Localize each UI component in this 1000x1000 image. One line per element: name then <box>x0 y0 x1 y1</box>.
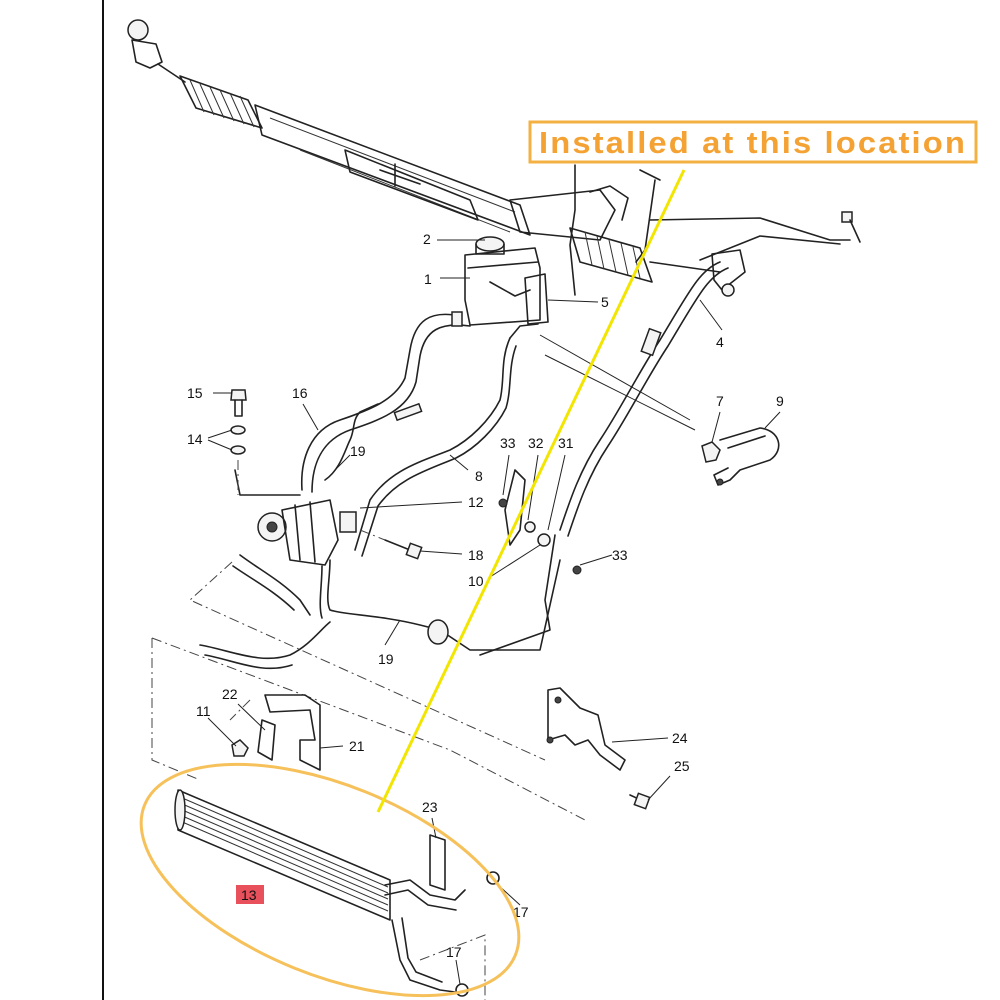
label-15: 15 <box>187 385 203 401</box>
assembly-dashed-outlines <box>151 561 586 1000</box>
nut-7-clip-9 <box>701 427 780 486</box>
part-labels: 2 1 5 4 15 14 16 19 8 12 18 10 33 32 31 … <box>187 231 784 960</box>
leader-lines <box>207 239 781 985</box>
label-33-top: 33 <box>500 435 516 451</box>
oil-cooler-13 <box>174 789 500 997</box>
callout-pointer-line <box>376 169 686 813</box>
label-18: 18 <box>468 547 484 563</box>
brackets-21-22 <box>231 694 321 771</box>
label-14: 14 <box>187 431 203 447</box>
label-2: 2 <box>423 231 431 247</box>
bracket-24-bolt-25 <box>546 687 651 810</box>
bracket-31-32-33 <box>498 469 582 575</box>
label-7: 7 <box>716 393 724 409</box>
label-24: 24 <box>672 730 688 746</box>
label-8: 8 <box>475 468 483 484</box>
label-17-right: 17 <box>513 904 529 920</box>
label-23: 23 <box>422 799 438 815</box>
label-31: 31 <box>558 435 574 451</box>
label-33-right: 33 <box>612 547 628 563</box>
label-19-lower: 19 <box>378 651 394 667</box>
label-16: 16 <box>292 385 308 401</box>
callout-box <box>528 120 978 164</box>
label-21: 21 <box>349 738 365 754</box>
hydraulic-lines <box>199 164 861 670</box>
bolt-15-washers-14 <box>230 389 247 495</box>
callout-text: Installed at this location <box>539 125 967 160</box>
label-9: 9 <box>776 393 784 409</box>
label-25: 25 <box>674 758 690 774</box>
label-1: 1 <box>424 271 432 287</box>
label-5: 5 <box>601 294 609 310</box>
part-13-badge <box>236 885 264 904</box>
label-22: 22 <box>222 686 238 702</box>
label-11: 11 <box>196 703 211 719</box>
label-17-bottom: 17 <box>446 944 462 960</box>
label-10: 10 <box>468 573 484 589</box>
label-19-upper: 19 <box>350 443 366 459</box>
cooler-highlight-ellipse <box>139 762 521 998</box>
steering-rack <box>127 19 746 297</box>
label-13: 13 <box>241 887 257 903</box>
fluid-reservoir <box>464 236 549 326</box>
label-32: 32 <box>528 435 544 451</box>
bolt-18 <box>359 529 423 560</box>
label-12: 12 <box>468 494 484 510</box>
power-steering-pump <box>234 469 357 566</box>
label-4: 4 <box>716 334 724 350</box>
